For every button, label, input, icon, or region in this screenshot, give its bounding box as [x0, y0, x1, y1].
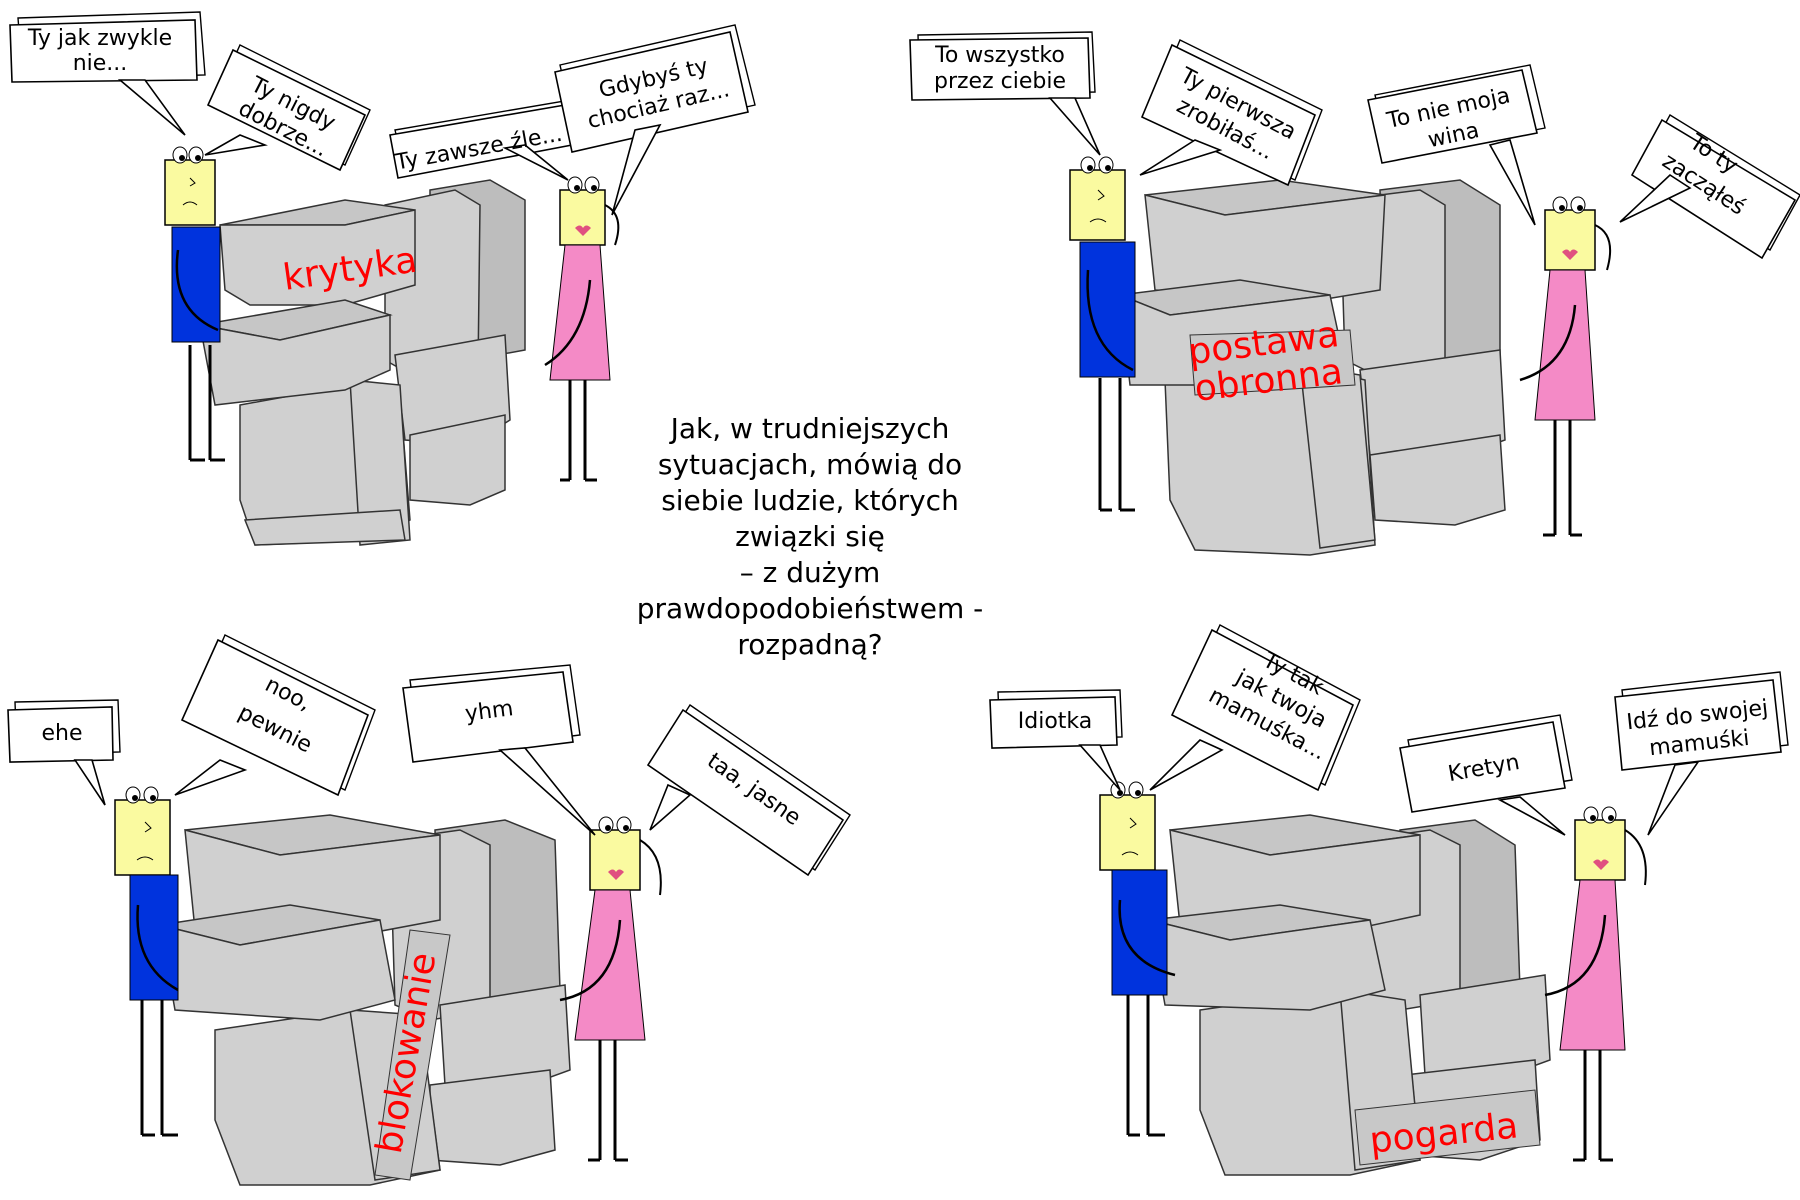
question-line: siebie ludzie, których: [661, 484, 959, 517]
panel-stonewalling: blokowanie ehe: [7, 634, 851, 1186]
speech-bubble: Ty nigdy dobrze...: [204, 44, 371, 172]
woman-character: [1519, 196, 1611, 537]
stone-wall: [159, 814, 571, 1186]
speech-bubble: ehe: [7, 699, 121, 806]
speech-bubble: Idiotka: [989, 689, 1123, 791]
woman-character: [1544, 806, 1647, 1162]
question-line: prawdopodobieństwem -: [637, 592, 984, 625]
speech-bubble: yhm: [402, 664, 596, 836]
question-line: rozpadną?: [737, 628, 882, 661]
question-line: związki się: [735, 520, 885, 553]
question-line: – z dużym: [740, 556, 881, 589]
bubble-line: przez ciebie: [934, 69, 1066, 94]
man-character: [164, 146, 225, 462]
speech-bubble: noo, pewnie: [174, 634, 376, 797]
speech-bubble: To wszystko przez ciebie: [909, 31, 1101, 156]
bubble-line: ehe: [41, 721, 82, 746]
bubble-line: nie...: [73, 51, 128, 76]
speech-bubble: taa, jasne: [646, 704, 851, 877]
stone-wall: [199, 179, 526, 546]
man-character: [1069, 156, 1136, 512]
bubble-line: Ty jak zwykle: [27, 26, 172, 51]
speech-bubble: Gdybyś ty chociaż raz...: [554, 24, 756, 216]
woman-character: [544, 176, 620, 482]
speech-bubble: Ty zawsze źle...: [389, 99, 579, 181]
man-character: [1099, 781, 1176, 1137]
speech-bubble: Ty tak jak twoja mamuśka...: [1149, 624, 1361, 792]
panel-defensiveness: postawa obronna: [909, 31, 1800, 556]
woman-character: [559, 816, 662, 1162]
speech-bubble: To nie moja wina: [1367, 64, 1546, 226]
question-line: Jak, w trudniejszych: [669, 412, 950, 445]
bubble-line: yhm: [464, 696, 515, 727]
question-line: sytuacjach, mówią do: [658, 448, 962, 481]
speech-bubble: Idź do swojej mamuśki: [1614, 671, 1789, 836]
panel-criticism: krytyka: [9, 11, 756, 546]
speech-bubble: Ty pierwsza zrobiłaś...: [1139, 39, 1323, 187]
central-question: Jak, w trudniejszych sytuacjach, mówią d…: [637, 412, 984, 661]
speech-bubble: To ty zacząłeś: [1619, 114, 1800, 260]
stone-wall: [1119, 179, 1506, 556]
bubble-line: To wszystko: [934, 43, 1065, 68]
man-character: [114, 786, 179, 1137]
panel-contempt: pogarda Idiotk: [989, 624, 1789, 1176]
bubble-line: Idiotka: [1018, 709, 1093, 734]
speech-bubble: Kretyn: [1399, 714, 1573, 836]
speech-bubble: Ty jak zwykle nie...: [9, 11, 206, 136]
